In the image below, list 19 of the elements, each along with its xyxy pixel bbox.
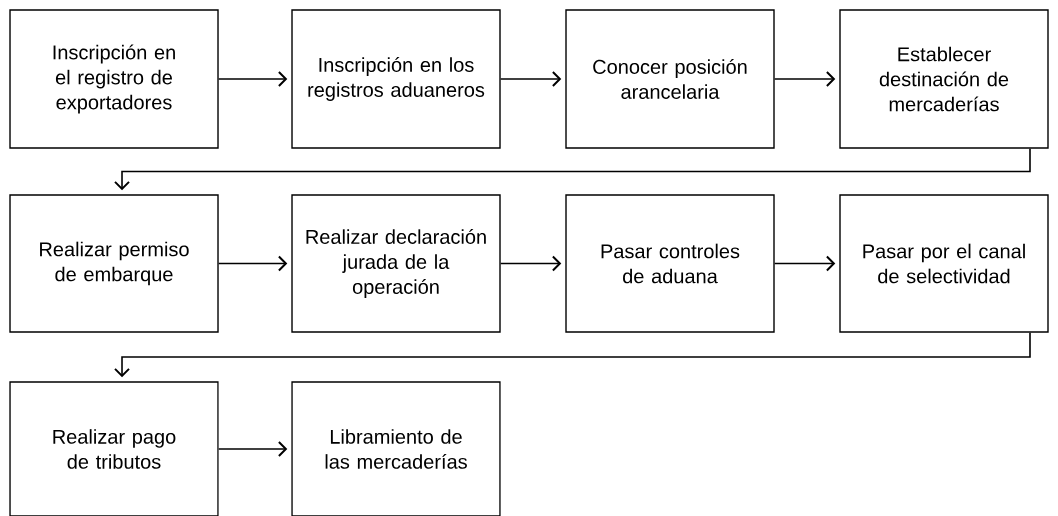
arrow [217,255,288,272]
arrow [499,71,562,87]
process-box: Pasar por el canal de selectividad [839,194,1049,333]
arrow [217,71,288,87]
process-box: Realizar pago de tributos [9,381,219,516]
process-box: Inscripción en los registros aduaneros [291,9,501,149]
process-box: Inscripción en el registro de exportadores [9,9,219,149]
arrow [773,255,836,272]
process-box: Conocer posición arancelaria [565,9,775,149]
arrow [499,255,562,272]
arrow [217,441,288,457]
process-box: Pasar controles de aduana [565,194,775,333]
arrow [773,71,836,87]
process-box: Realizar declaración jurada de la operación [291,194,501,333]
process-box: Establecer destinación de mercaderías [839,9,1049,149]
arrow [114,147,1031,191]
process-box: Realizar permiso de embarque [9,194,219,333]
process-box: Libramiento de las mercaderías [291,381,501,516]
arrow [114,331,1031,378]
